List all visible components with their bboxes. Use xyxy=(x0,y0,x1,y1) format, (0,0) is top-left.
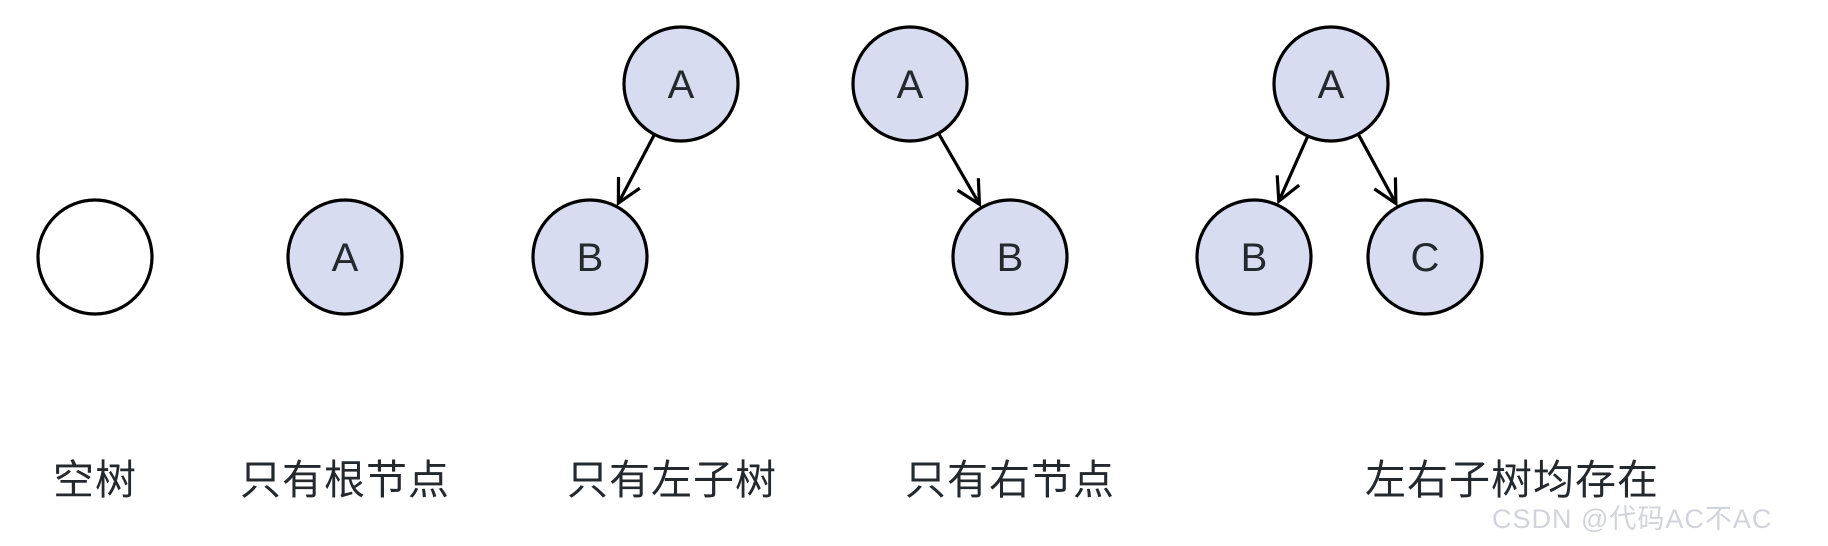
node-circle xyxy=(1366,198,1484,316)
tree-node-a[interactable]: A xyxy=(1272,25,1390,143)
tree-node-a[interactable]: A xyxy=(622,25,740,143)
tree-edge-left xyxy=(1275,133,1311,205)
nodes-layer: A A B A B A B C xyxy=(36,25,1484,316)
case-caption-root-only: 只有根节点 xyxy=(240,457,450,503)
tree-node-b[interactable]: B xyxy=(531,198,649,316)
tree-node-b[interactable]: B xyxy=(951,198,1069,316)
node-label: A xyxy=(1318,63,1345,107)
node-circle xyxy=(951,198,1069,316)
tree-edge-left xyxy=(616,131,657,207)
tree-node-a[interactable]: A xyxy=(286,198,404,316)
tree-node-b[interactable]: B xyxy=(1195,198,1313,316)
case-caption-left-subtree-only: 只有左子树 xyxy=(567,457,777,503)
arrowhead-icon xyxy=(1275,175,1301,205)
node-label: B xyxy=(577,236,604,280)
tree-edge-right xyxy=(1355,131,1398,207)
node-circle xyxy=(622,25,740,143)
tree-node-c[interactable]: C xyxy=(1366,198,1484,316)
node-label: B xyxy=(1241,236,1268,280)
case-caption-empty-tree: 空树 xyxy=(53,457,137,503)
node-label: A xyxy=(897,63,924,107)
arrowhead-icon xyxy=(956,178,982,208)
case-caption-right-node-only: 只有右节点 xyxy=(905,457,1115,503)
node-label: B xyxy=(997,236,1024,280)
node-circle xyxy=(851,25,969,143)
arrowhead-icon xyxy=(616,177,641,207)
tree-node-empty[interactable] xyxy=(36,198,154,316)
node-circle xyxy=(36,198,154,316)
node-circle xyxy=(1272,25,1390,143)
node-circle xyxy=(286,198,404,316)
edges-layer xyxy=(616,130,1398,208)
tree-node-a[interactable]: A xyxy=(851,25,969,143)
tree-edge-right xyxy=(936,130,982,208)
case-caption-both-subtrees: 左右子树均存在 xyxy=(1365,457,1659,503)
node-label: A xyxy=(332,236,359,280)
node-label: C xyxy=(1411,236,1440,280)
node-circle xyxy=(1195,198,1313,316)
arrowhead-icon xyxy=(1373,177,1398,207)
node-label: A xyxy=(668,63,695,107)
node-circle xyxy=(531,198,649,316)
csdn-watermark: CSDN @代码AC不AC xyxy=(1492,504,1773,534)
